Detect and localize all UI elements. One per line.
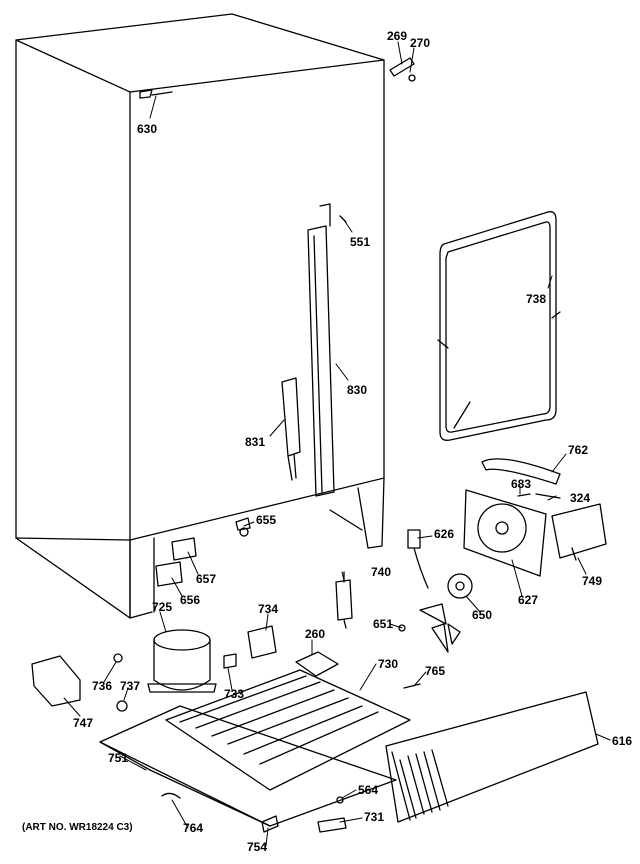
label-part-754: 754 bbox=[247, 840, 268, 854]
condenser-coil-drawing bbox=[166, 670, 410, 790]
label-part-725: 725 bbox=[152, 600, 173, 614]
overload-drawing bbox=[296, 652, 338, 676]
label-part-651: 651 bbox=[373, 617, 394, 631]
label-part-731: 731 bbox=[364, 810, 385, 824]
capacitor-bracket-drawing bbox=[32, 656, 80, 706]
label-part-627: 627 bbox=[518, 593, 539, 607]
leader-lines bbox=[64, 42, 610, 846]
label-part-656: 656 bbox=[180, 593, 201, 607]
label-part-764: 764 bbox=[183, 821, 204, 835]
fan-motor-drawing bbox=[448, 574, 472, 598]
cabinet-drawing bbox=[16, 14, 384, 618]
door-gasket-drawing bbox=[438, 212, 560, 441]
label-part-616: 616 bbox=[612, 734, 633, 748]
access-cover-drawing bbox=[386, 692, 598, 822]
label-part-626: 626 bbox=[434, 527, 455, 541]
label-part-260: 260 bbox=[305, 627, 326, 641]
small-parts-drawing bbox=[114, 58, 560, 832]
label-part-657: 657 bbox=[196, 572, 217, 586]
art-number: (ART NO. WR18224 C3) bbox=[22, 822, 133, 833]
label-part-655: 655 bbox=[256, 513, 277, 527]
label-part-630: 630 bbox=[137, 122, 158, 136]
label-part-269: 269 bbox=[387, 29, 408, 43]
control-board-drawing bbox=[552, 504, 606, 560]
thermostat-drawing bbox=[408, 530, 428, 588]
label-part-564: 564 bbox=[358, 783, 379, 797]
label-part-270: 270 bbox=[410, 36, 431, 50]
label-part-733: 733 bbox=[224, 687, 245, 701]
label-part-751: 751 bbox=[108, 751, 129, 765]
fan-bracket-drawing bbox=[464, 490, 546, 576]
label-part-831: 831 bbox=[245, 435, 266, 449]
label-part-650: 650 bbox=[472, 608, 493, 622]
label-part-730: 730 bbox=[378, 657, 399, 671]
mounting-clip-drawing bbox=[156, 538, 196, 586]
label-part-765: 765 bbox=[425, 664, 446, 678]
label-part-551: 551 bbox=[350, 235, 371, 249]
label-part-830: 830 bbox=[347, 383, 368, 397]
label-part-736: 736 bbox=[92, 679, 113, 693]
relay-drawing bbox=[248, 626, 276, 658]
label-part-740: 740 bbox=[371, 565, 392, 579]
label-part-738: 738 bbox=[526, 292, 547, 306]
label-part-324: 324 bbox=[570, 491, 591, 505]
compressor-drawing bbox=[148, 630, 216, 692]
label-part-762: 762 bbox=[568, 443, 589, 457]
center-strip-drawing bbox=[282, 204, 346, 496]
drain-pan-drawing bbox=[100, 706, 396, 826]
fan-blade-drawing bbox=[420, 604, 460, 652]
label-part-747: 747 bbox=[73, 716, 94, 730]
label-part-737: 737 bbox=[120, 679, 141, 693]
label-part-734: 734 bbox=[258, 602, 279, 616]
air-duct-drawing bbox=[482, 459, 560, 484]
label-part-749: 749 bbox=[582, 574, 603, 588]
label-part-683: 683 bbox=[511, 477, 532, 491]
